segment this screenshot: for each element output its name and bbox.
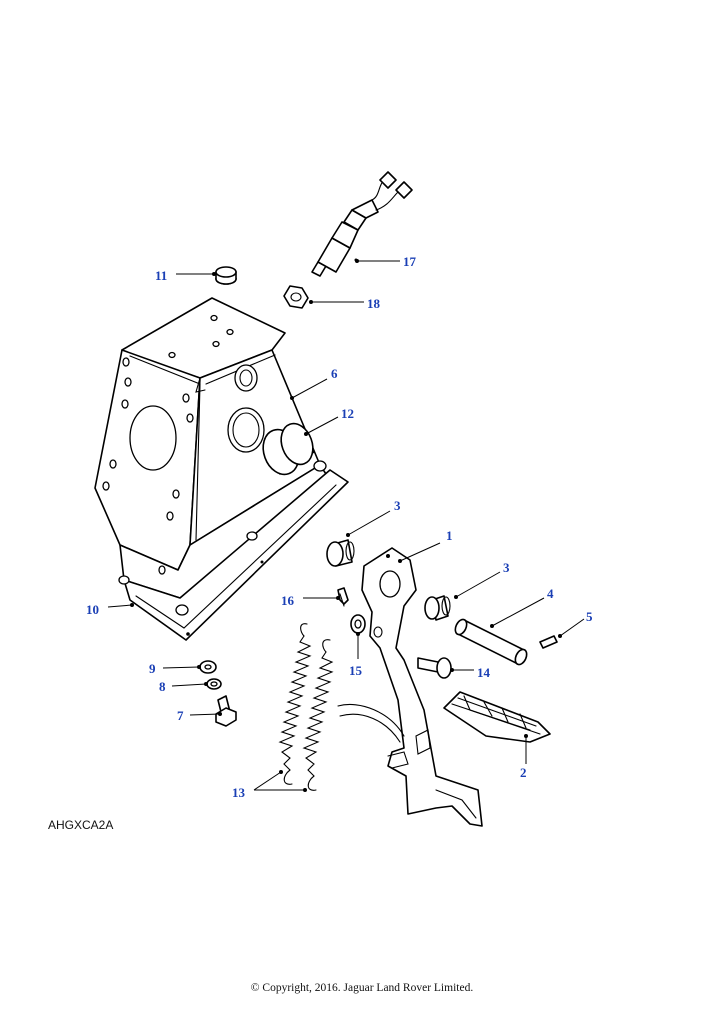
svg-text:16: 16	[281, 593, 295, 608]
blanking-plug	[215, 266, 237, 285]
svg-text:6: 6	[331, 366, 338, 381]
callout-5: 5	[558, 609, 593, 638]
svg-text:12: 12	[341, 406, 354, 421]
svg-text:2: 2	[520, 765, 527, 780]
svg-text:17: 17	[403, 254, 417, 269]
svg-text:4: 4	[547, 586, 554, 601]
callout-2: 2	[520, 734, 528, 780]
svg-text:8: 8	[159, 679, 166, 694]
callout-1: 1	[398, 528, 453, 563]
pedal-cable-inner	[339, 713, 401, 743]
switch-lock-nut	[283, 285, 309, 309]
pedal-bush-right	[424, 595, 451, 621]
svg-text:15: 15	[349, 663, 363, 678]
copyright-notice: © Copyright, 2016. Jaguar Land Rover Lim…	[250, 982, 474, 994]
callout-16: 16	[281, 593, 340, 608]
bolt	[215, 695, 237, 727]
callout-13: 13	[232, 770, 307, 800]
pedal-cable	[337, 703, 405, 737]
callout-11: 11	[155, 268, 216, 283]
callout-3-right: 3	[454, 560, 510, 599]
return-spring-left	[278, 623, 312, 785]
callout-8: 8	[159, 679, 208, 694]
roll-pin	[539, 635, 558, 649]
illustration-reference-code: AHGXCA2A	[48, 818, 114, 832]
callout-7: 7	[177, 708, 222, 723]
clevis-pin	[417, 657, 452, 679]
svg-text:5: 5	[586, 609, 593, 624]
svg-text:11: 11	[155, 268, 167, 283]
pedal-box-bracket	[94, 297, 331, 599]
pedal-bush-left	[326, 539, 355, 567]
callout-18: 18	[309, 296, 381, 311]
callout-15: 15	[349, 632, 363, 678]
pedal-rubber-pad	[443, 691, 551, 743]
return-spring-right	[302, 639, 334, 791]
svg-text:1: 1	[446, 528, 453, 543]
stop-light-switch	[311, 171, 413, 277]
callout-4: 4	[490, 586, 554, 628]
svg-text:3: 3	[394, 498, 401, 513]
callout-14: 14	[450, 665, 491, 680]
callout-10: 10	[86, 602, 134, 617]
pedal-pivot-shaft	[454, 618, 528, 666]
svg-text:18: 18	[367, 296, 381, 311]
svg-text:13: 13	[232, 785, 246, 800]
callout-12: 12	[304, 406, 354, 436]
callout-3-left: 3	[346, 498, 401, 537]
svg-text:3: 3	[503, 560, 510, 575]
callout-9: 9	[149, 661, 201, 676]
svg-text:14: 14	[477, 665, 491, 680]
pedal-box-gasket	[118, 460, 349, 641]
svg-text:10: 10	[86, 602, 99, 617]
svg-text:7: 7	[177, 708, 184, 723]
callout-17: 17	[355, 254, 417, 269]
svg-text:9: 9	[149, 661, 156, 676]
spring-washer	[206, 678, 222, 690]
pedal-lever	[361, 547, 483, 827]
callout-6: 6	[290, 366, 338, 400]
plain-washer	[199, 660, 217, 674]
washer-pivot	[350, 614, 366, 634]
